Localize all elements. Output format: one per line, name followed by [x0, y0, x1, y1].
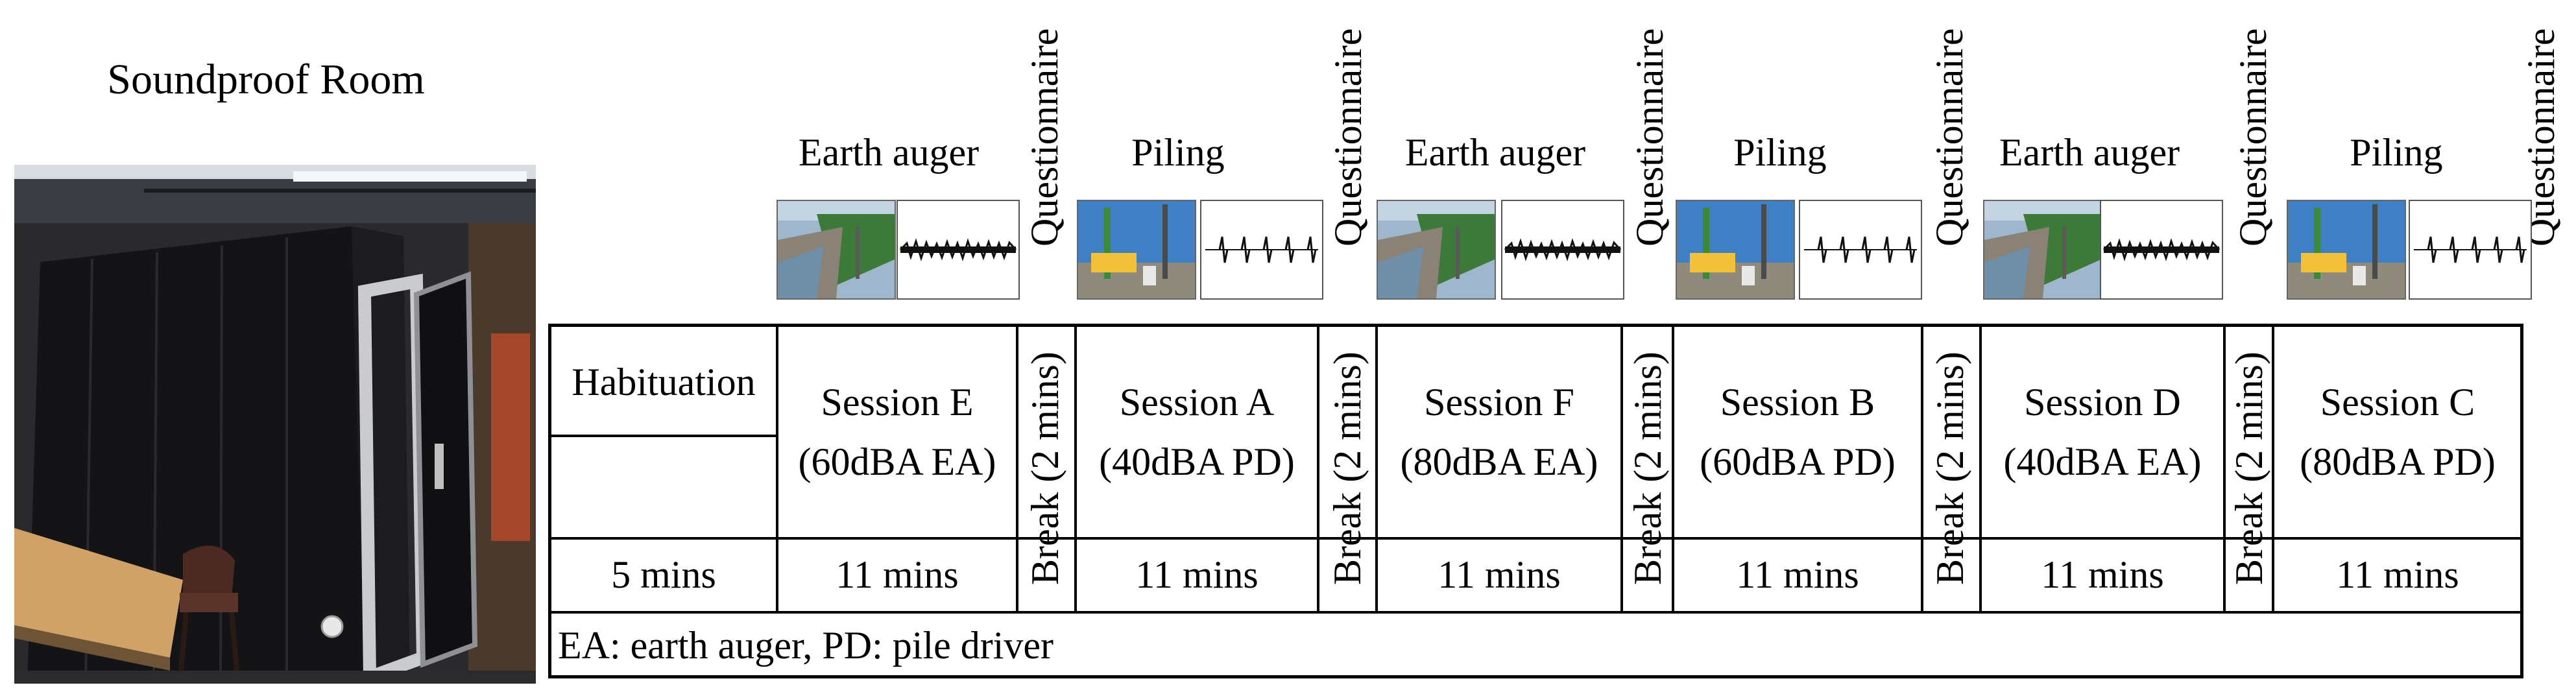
schedule-table — [548, 324, 2523, 678]
session-e-duration: 11 mins — [836, 553, 959, 596]
session-c-level: (80dBA PD) — [2300, 440, 2496, 483]
soundproof-room-photo — [14, 165, 536, 684]
session-b-name: Session B — [1720, 381, 1875, 424]
habituation-label: Habituation — [572, 361, 756, 403]
column-divider — [1672, 324, 1674, 612]
session-a-level: (40dBA PD) — [1099, 440, 1295, 483]
piling-photo-2 — [1676, 200, 1795, 300]
legend-text: EA: earth auger, PD: pile driver — [558, 624, 1054, 667]
break-label-4: Break (2 mins) — [1929, 352, 1971, 586]
duration-row-divider — [548, 537, 2523, 540]
legend-row-divider — [548, 611, 2523, 614]
room-title: Soundproof Room — [107, 56, 425, 103]
column-divider — [1979, 324, 1982, 612]
sound-label-2: Piling — [1131, 131, 1225, 174]
session-d-name: Session D — [2024, 381, 2181, 424]
column-divider — [2272, 324, 2274, 612]
break-label-1: Break (2 mins) — [1024, 352, 1066, 586]
questionnaire-label-5: Questionnaire — [2232, 28, 2274, 246]
column-divider — [2223, 324, 2226, 612]
session-f-name: Session F — [1424, 381, 1574, 424]
continuous-waveform-3 — [2100, 200, 2223, 300]
session-b-duration: 11 mins — [1736, 553, 1859, 596]
break-label-3: Break (2 mins) — [1626, 352, 1669, 586]
sound-label-5: Earth auger — [1999, 131, 2180, 174]
sound-label-3: Earth auger — [1404, 131, 1586, 174]
impulsive-waveform-3 — [2409, 200, 2532, 300]
session-d-level: (40dBA EA) — [2003, 440, 2202, 483]
impulsive-waveform-2 — [1799, 200, 1922, 300]
column-divider — [776, 324, 778, 612]
piling-photo-3 — [2287, 200, 2406, 300]
session-c-name: Session C — [2320, 381, 2475, 424]
sound-label-4: Piling — [1733, 131, 1827, 174]
session-a-duration: 11 mins — [1135, 553, 1258, 596]
column-divider — [1016, 324, 1018, 612]
break-label-5: Break (2 mins) — [2228, 352, 2270, 586]
session-b-level: (60dBA PD) — [1700, 440, 1896, 483]
session-c-duration: 11 mins — [2336, 553, 2459, 596]
questionnaire-label-4: Questionnaire — [1928, 28, 1971, 246]
column-divider — [1074, 324, 1077, 612]
sound-label-6: Piling — [2350, 131, 2443, 174]
questionnaire-label-2: Questionnaire — [1327, 28, 1369, 246]
habituation-divider — [548, 435, 777, 437]
impulsive-waveform-1 — [1200, 200, 1323, 300]
session-d-duration: 11 mins — [2041, 553, 2164, 596]
session-e-level: (60dBA EA) — [798, 440, 996, 483]
earth-auger-photo-2 — [1377, 200, 1496, 300]
questionnaire-label-3: Questionnaire — [1628, 28, 1671, 246]
column-divider — [1620, 324, 1623, 612]
continuous-waveform-2 — [1501, 200, 1624, 300]
column-divider — [1375, 324, 1378, 612]
sound-label-1: Earth auger — [798, 131, 980, 174]
earth-auger-photo-1 — [776, 200, 896, 300]
questionnaire-label-1: Questionnaire — [1023, 28, 1066, 246]
session-f-level: (80dBA EA) — [1400, 440, 1598, 483]
session-f-duration: 11 mins — [1438, 553, 1561, 596]
break-label-2: Break (2 mins) — [1326, 352, 1369, 586]
continuous-waveform-1 — [897, 200, 1020, 300]
session-a-name: Session A — [1119, 381, 1275, 424]
piling-photo-1 — [1077, 200, 1196, 300]
session-e-name: Session E — [821, 381, 974, 424]
column-divider — [1317, 324, 1319, 612]
habituation-duration: 5 mins — [611, 553, 716, 596]
column-divider — [1921, 324, 1923, 612]
earth-auger-photo-3 — [1983, 200, 2102, 300]
